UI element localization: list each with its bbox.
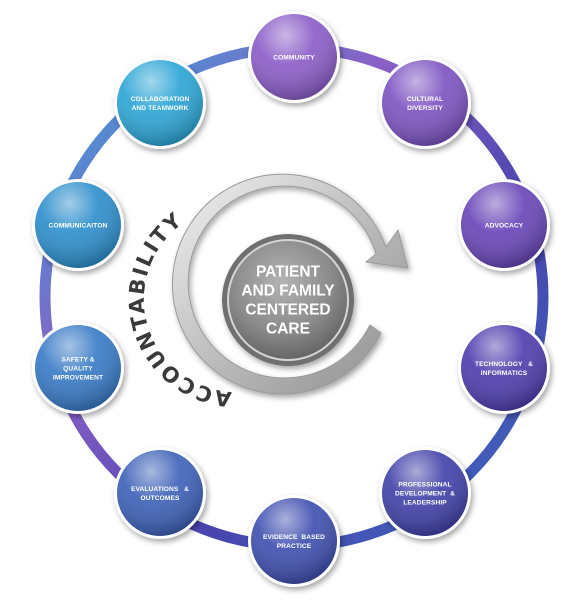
center-title-line: CARE <box>266 321 310 338</box>
center-title-line: PATIENT <box>256 264 321 281</box>
node-label-line: LEADERSHIP <box>403 500 447 507</box>
node-label: TECHNOLOGY & INFORMATICS <box>475 361 533 377</box>
node-label-line: AND TEAMWORK <box>132 105 189 112</box>
node-label: COLLABORATION AND TEAMWORK <box>131 96 190 112</box>
node-evidence-based-practice: EVIDENCE BASED PRACTICE <box>248 495 340 587</box>
node-label-line: COMMUNICAITON <box>49 223 108 230</box>
node-collaboration-teamwork: COLLABORATION AND TEAMWORK <box>114 57 206 149</box>
node-label: CULTURAL DIVERSITY <box>407 96 443 112</box>
node-gloss <box>35 325 121 411</box>
node-gloss <box>251 498 337 584</box>
node-gloss <box>461 182 547 268</box>
node-gloss <box>382 60 468 146</box>
node-gloss <box>35 182 121 268</box>
node-label-line: PROFESSIONAL <box>398 482 451 489</box>
node-evaluations-outcomes: EVALUATIONS & OUTCOMES <box>114 447 206 539</box>
node-label-line: EVALUATIONS & <box>131 486 189 493</box>
node-label-line: TECHNOLOGY & <box>475 361 533 368</box>
node-gloss <box>117 60 203 146</box>
node-label-line: DIVERSITY <box>407 105 443 112</box>
node-label: COMMUNICAITON <box>49 223 108 230</box>
node-label: PROFESSIONAL DEVELOPMENT & LEADERSHIP <box>395 482 455 507</box>
node-label: SAFETY & QUALITY IMPROVEMENT <box>53 357 103 382</box>
node-communication: COMMUNICAITON <box>32 179 124 271</box>
node-label-line: IMPROVEMENT <box>53 375 103 382</box>
node-group: COMMUNITY CULTURAL DIVERSITY ADVOCACY TECHNO… <box>32 11 550 587</box>
node-label-line: EVIDENCE BASED <box>263 534 325 541</box>
node-gloss <box>461 325 547 411</box>
node-label-line: COMMUNITY <box>273 55 315 62</box>
node-label: EVIDENCE BASED PRACTICE <box>263 534 325 550</box>
node-label-line: CULTURAL <box>407 96 443 103</box>
node-label-line: COLLABORATION <box>131 96 190 103</box>
node-label: ADVOCACY <box>485 223 524 230</box>
node-label-line: PRACTICE <box>277 543 312 550</box>
node-advocacy: ADVOCACY <box>458 179 550 271</box>
center-title: PATIENT AND FAMILY CENTERED CARE <box>241 264 335 338</box>
node-label-line: DEVELOPMENT & <box>395 491 455 498</box>
node-label-line: SAFETY & <box>61 357 94 364</box>
node-label: EVALUATIONS & OUTCOMES <box>131 486 189 502</box>
accountability-arrow <box>171 173 409 395</box>
node-gloss <box>117 450 203 536</box>
node-label-line: QUALITY <box>63 366 93 373</box>
node-label-line: OUTCOMES <box>141 495 180 502</box>
node-community: COMMUNITY <box>248 11 340 103</box>
node-cultural-diversity: CULTURAL DIVERSITY <box>379 57 471 149</box>
node-label-line: ADVOCACY <box>485 223 524 230</box>
center-title-line: CENTERED <box>245 302 330 319</box>
node-safety-quality-improvement: SAFETY & QUALITY IMPROVEMENT <box>32 322 124 414</box>
node-gloss <box>382 450 468 536</box>
center-hub <box>222 234 354 366</box>
node-gloss <box>251 14 337 100</box>
node-label-line: INFORMATICS <box>481 370 528 377</box>
node-professional-development-leadership: PROFESSIONAL DEVELOPMENT & LEADERSHIP <box>379 447 471 539</box>
center-title-line: AND FAMILY <box>241 283 335 300</box>
node-technology-informatics: TECHNOLOGY & INFORMATICS <box>458 322 550 414</box>
node-label: COMMUNITY <box>273 55 315 62</box>
